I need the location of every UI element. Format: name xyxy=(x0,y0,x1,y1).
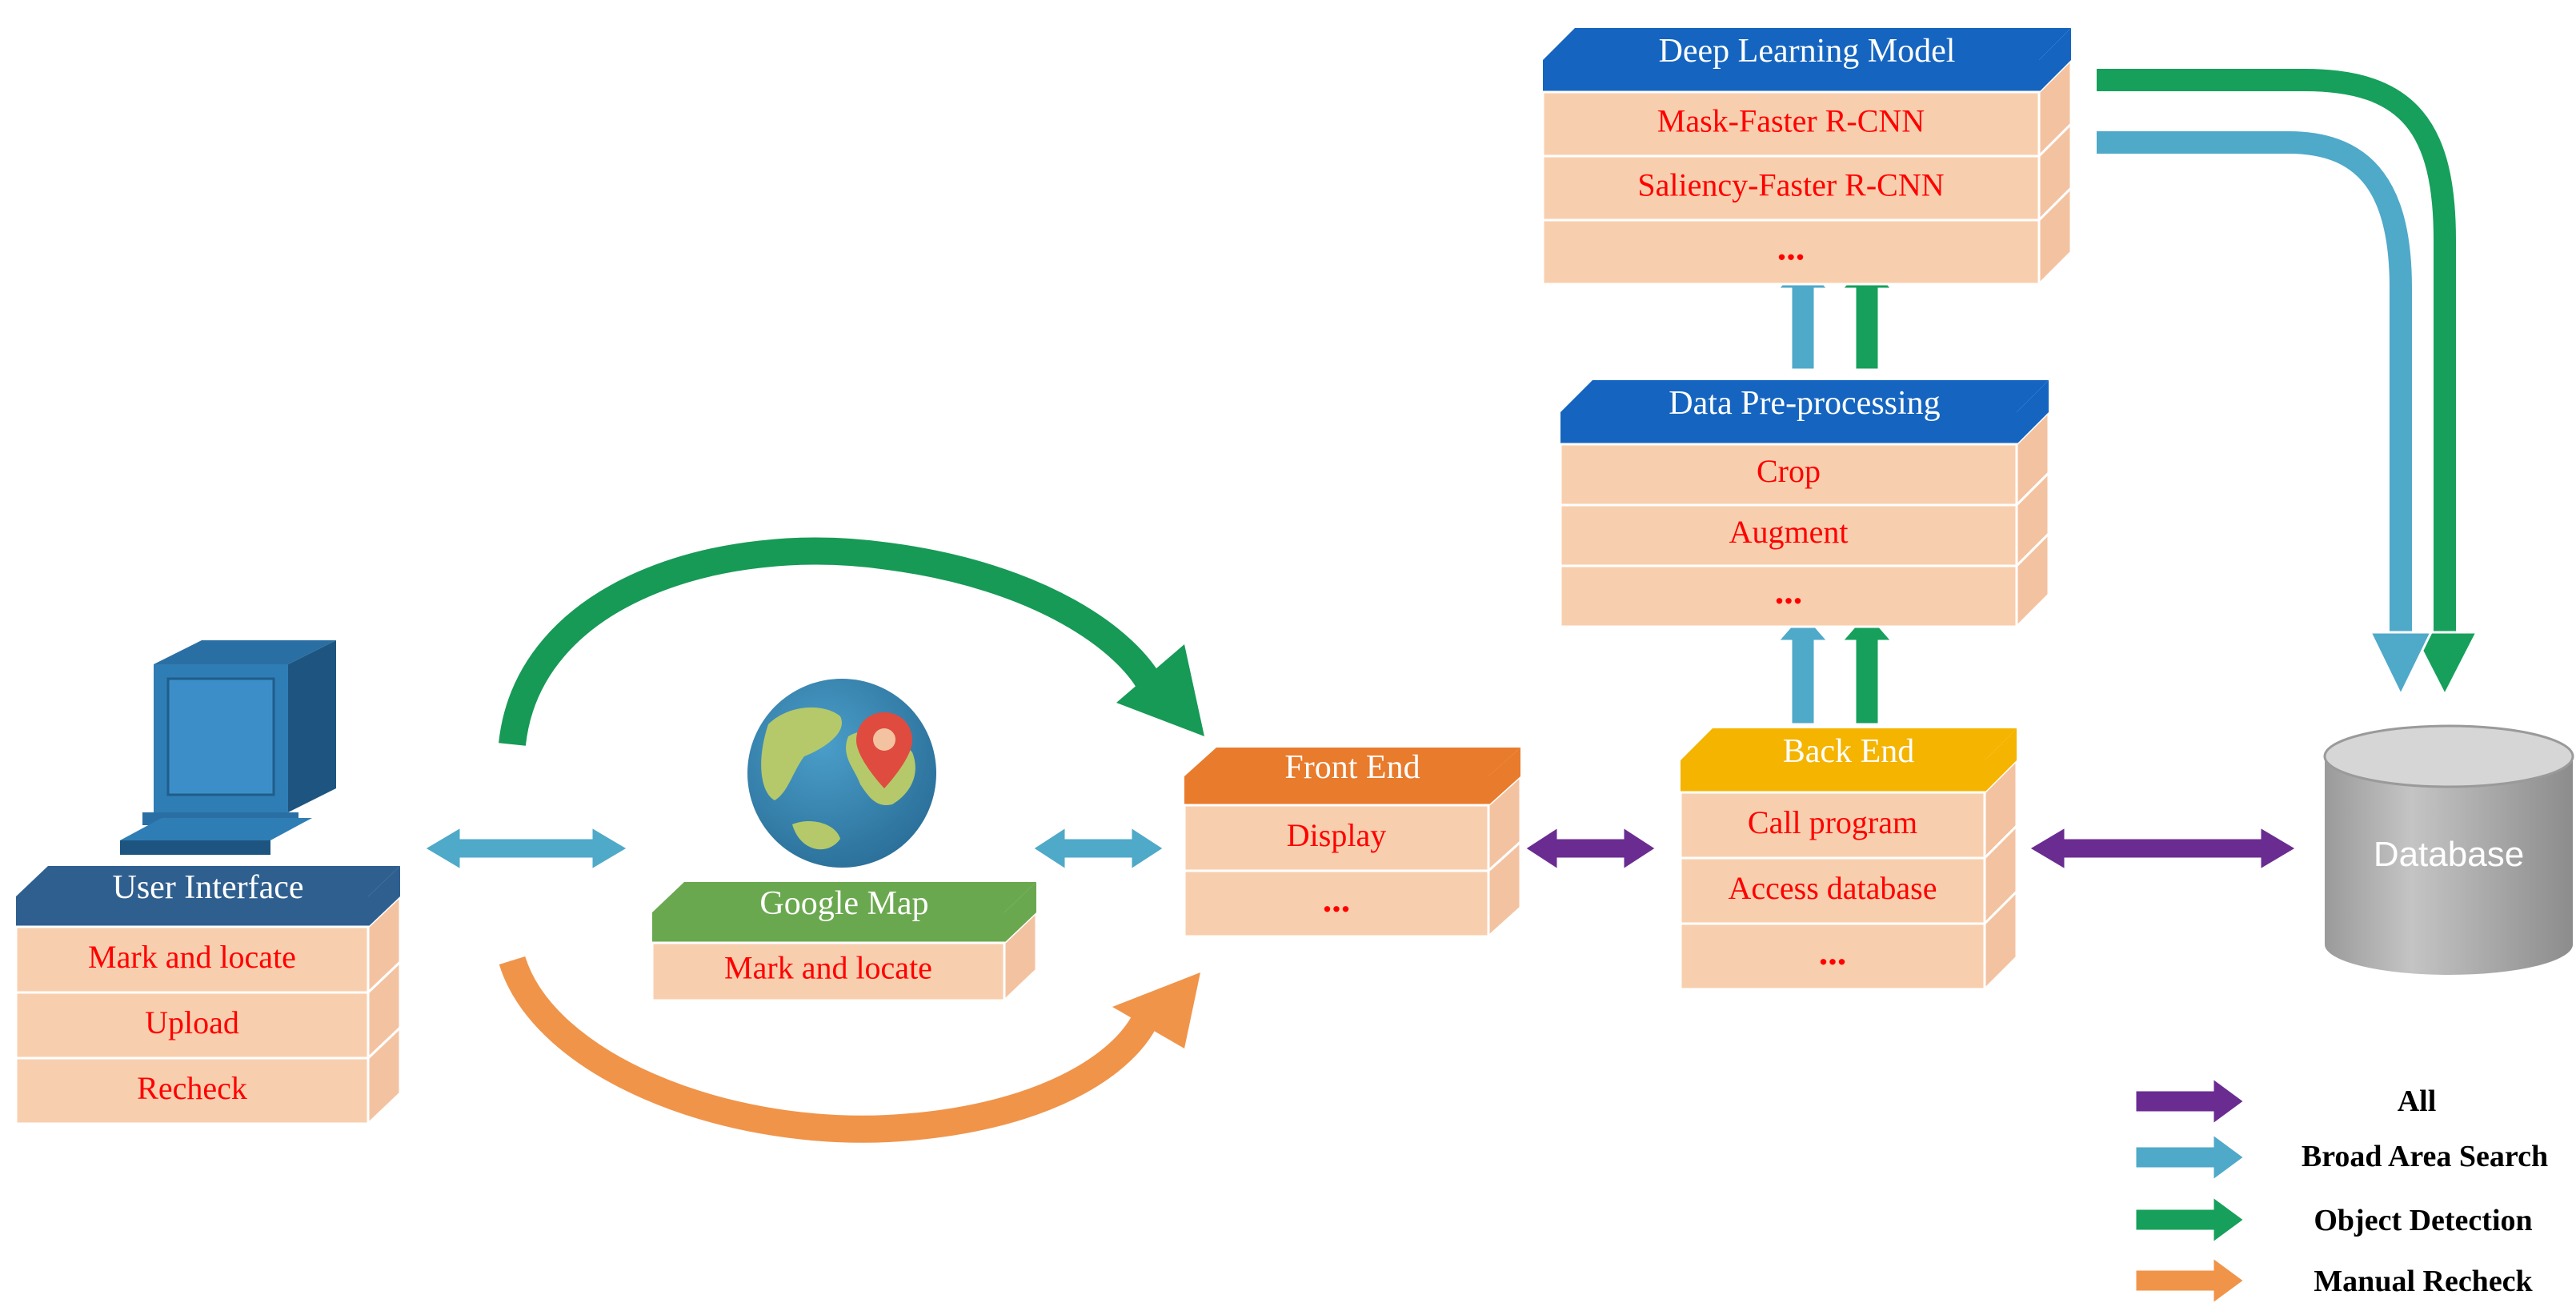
data-preprocessing-block-title: Data Pre-processing xyxy=(1669,385,1940,422)
legend-all-label: All xyxy=(2398,1084,2437,1118)
legend-object-detection-label: Object Detection xyxy=(2314,1204,2532,1237)
header-side-face xyxy=(2017,380,2049,444)
layer-row xyxy=(1541,154,2041,222)
computer-icon xyxy=(120,640,336,855)
backend-database-double-arrow xyxy=(2026,824,2299,872)
backend-preprocessing-up-arrow-green xyxy=(1839,610,1895,726)
layer-row xyxy=(1183,869,1490,938)
layer-row xyxy=(1679,791,1986,860)
layer-row xyxy=(1559,503,2018,567)
header-side-face xyxy=(1488,748,1520,805)
front-end-block-row-label: ... xyxy=(1323,879,1351,920)
data-preprocessing-block-row-label: Crop xyxy=(1757,453,1821,489)
data-preprocessing-block-row-label: Augment xyxy=(1729,514,1849,550)
database-label: Database xyxy=(2374,835,2524,874)
back-end-block-row-label: Access database xyxy=(1729,870,1937,906)
dlm-database-arrow-blue xyxy=(2097,128,2434,698)
map-pin-icon xyxy=(856,712,912,788)
layer-row xyxy=(14,925,370,994)
legend-manual-recheck-arrow xyxy=(2133,1254,2247,1307)
header-front xyxy=(1681,760,1985,792)
legend-manual-recheck-label: Manual Recheck xyxy=(2314,1265,2533,1298)
legend-broad-area-search-arrow xyxy=(2133,1131,2247,1184)
user-interface-block-row-label: Upload xyxy=(145,1004,239,1040)
header-side-face xyxy=(1985,728,2017,792)
data-preprocessing-block-row-label: ... xyxy=(1775,571,1803,611)
layer-row xyxy=(1559,564,2018,628)
deep-learning-model-block-row-label: Saliency-Faster R-CNN xyxy=(1637,167,1944,203)
header-side-face xyxy=(368,866,400,927)
layer-row xyxy=(1559,443,2018,507)
deep-learning-model-block-title: Deep Learning Model xyxy=(1659,33,1956,70)
legend-broad-area-search-label: Broad Area Search xyxy=(2302,1140,2548,1173)
layer-row xyxy=(1183,804,1490,872)
header-top-face xyxy=(1543,28,2071,60)
layer-row xyxy=(1541,90,2041,158)
header-top-face xyxy=(16,866,400,896)
layer-row xyxy=(14,1056,370,1125)
legend-all-arrow xyxy=(2133,1075,2247,1128)
header-top-face xyxy=(652,882,1036,912)
object-detection-curved-arrow xyxy=(499,537,1204,747)
header-front xyxy=(16,896,368,927)
dlm-database-arrow-green xyxy=(2097,66,2479,698)
back-end-block-row-label: ... xyxy=(1819,932,1847,972)
header-front xyxy=(1560,412,2017,444)
header-side-face xyxy=(2039,28,2071,92)
header-top-face xyxy=(1184,748,1520,776)
layer-row xyxy=(651,941,1006,1002)
frontend-backend-double-arrow xyxy=(1522,824,1659,873)
google-map-block-row-label: Mark and locate xyxy=(724,950,932,986)
manual-recheck-curved-arrow xyxy=(499,956,1200,1143)
header-front xyxy=(1543,60,2039,92)
deep-learning-model-block-row-label: Mask-Faster R-CNN xyxy=(1657,103,1925,139)
layer-row xyxy=(14,991,370,1060)
database-cylinder xyxy=(2323,724,2574,975)
layer-row xyxy=(1679,922,1986,991)
legend: All Broad Area Search Object Detection M… xyxy=(2302,1084,2548,1298)
data-preprocessing-block: Data Pre-processingCropAugment... xyxy=(1559,380,2050,630)
user-interface-block-title: User Interface xyxy=(113,869,304,906)
header-front xyxy=(652,912,1004,943)
header-front xyxy=(1184,776,1488,805)
front-end-block-title: Front End xyxy=(1284,749,1420,786)
globe-icon xyxy=(747,679,936,868)
header-side-face xyxy=(1004,882,1036,943)
header-top-face xyxy=(1681,728,2017,760)
legend-object-detection-arrow xyxy=(2133,1193,2247,1246)
header-top-face xyxy=(1560,380,2049,412)
deep-learning-model-block-row-label: ... xyxy=(1777,227,1805,268)
layer-row xyxy=(1541,218,2041,286)
user-interface-block-row-label: Recheck xyxy=(137,1070,247,1106)
backend-preprocessing-up-arrow-blue xyxy=(1775,610,1831,726)
front-end-block: Front EndDisplay... xyxy=(1183,748,1522,940)
back-end-block-title: Back End xyxy=(1783,733,1914,770)
ui-map-double-arrow xyxy=(422,824,631,872)
user-interface-block-row-label: Mark and locate xyxy=(88,939,296,975)
front-end-block-row-label: Display xyxy=(1287,817,1386,853)
back-end-block-row-label: Call program xyxy=(1748,804,1917,840)
google-map-block-title: Google Map xyxy=(759,885,928,922)
map-frontend-double-arrow xyxy=(1030,824,1167,873)
